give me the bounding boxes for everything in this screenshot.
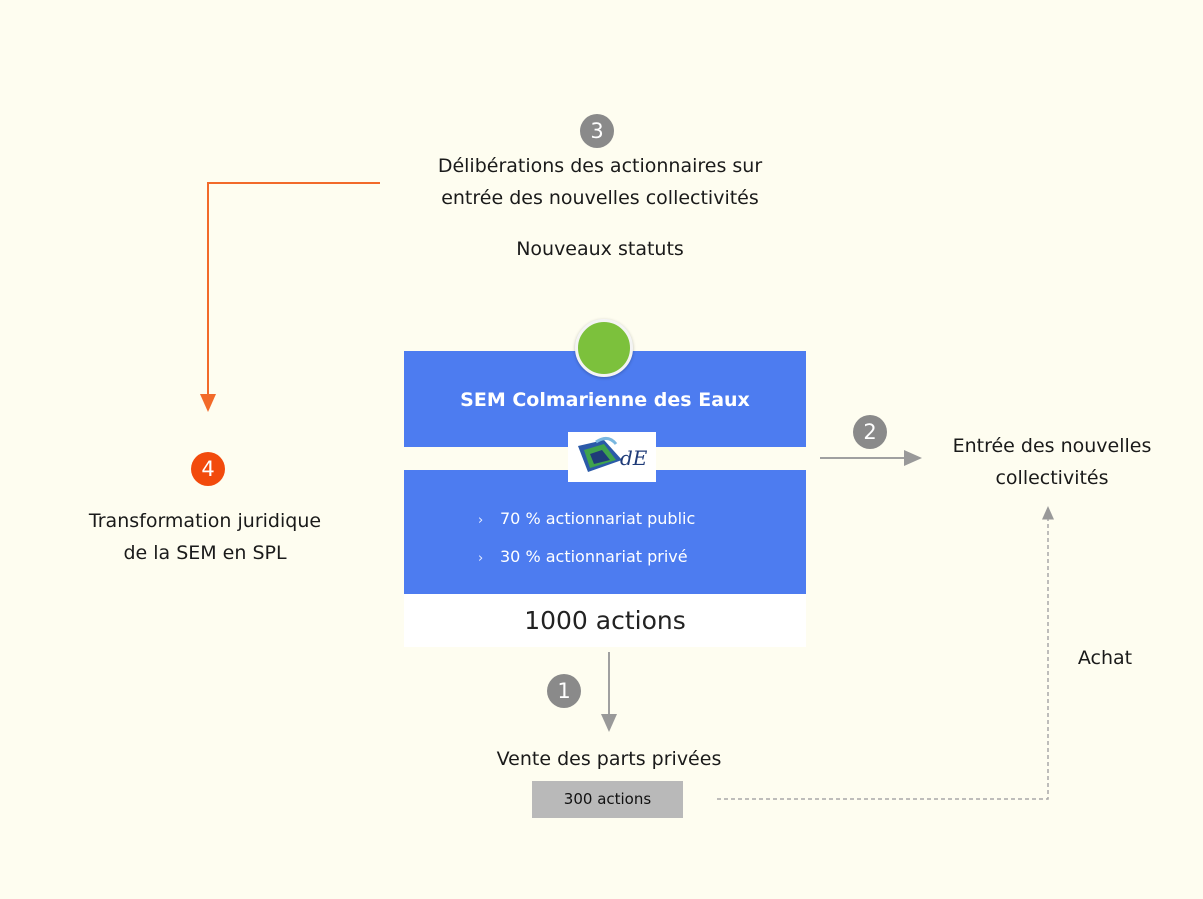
step-4-label-line2: de la SEM en SPL [123, 542, 287, 564]
sem-bullet-private-text: 30 % actionnariat privé [500, 547, 688, 566]
arrow-step3-to-step4 [200, 182, 380, 412]
step-3-label-line2: entrée des nouvelles collectivités [441, 187, 759, 209]
step-4-label-line1: Transformation juridique [88, 510, 322, 532]
arrow-achat-dashed [717, 506, 1054, 800]
chevron-right-icon: › [478, 513, 484, 528]
step-4-badge: 4 [191, 452, 225, 486]
sem-bullet-private: › 30 % actionnariat privé [478, 547, 688, 566]
chevron-right-icon: › [478, 551, 484, 566]
sem-bullet-public-text: 70 % actionnariat public [500, 509, 696, 528]
sem-shareholding-panel [404, 470, 806, 594]
step-1-label: Vente des parts privées [496, 748, 722, 770]
sem-bullet-public: › 70 % actionnariat public [478, 509, 695, 528]
sem-title: SEM Colmarienne des Eaux [460, 389, 750, 411]
cde-logo-icon [578, 437, 622, 472]
step-3-sub-label: Nouveaux statuts [516, 238, 684, 260]
cde-logo-text: dE [620, 446, 648, 470]
achat-label: Achat [1077, 647, 1133, 669]
step-1-shares-tag: 300 actions [532, 781, 683, 818]
step-3-label-line1: Délibérations des actionnaires sur [437, 155, 763, 177]
step-2-badge: 2 [853, 415, 887, 449]
step-3-badge: 3 [580, 114, 614, 148]
step-1-badge: 1 [547, 674, 581, 708]
sem-total-actions: 1000 actions [524, 606, 686, 635]
sem-total-panel: 1000 actions [404, 594, 806, 647]
cde-logo: dE [568, 432, 656, 482]
step-2-label-line1: Entrée des nouvelles [952, 435, 1152, 457]
step-2-label-line2: collectivités [995, 467, 1109, 489]
status-green-dot [575, 319, 633, 377]
